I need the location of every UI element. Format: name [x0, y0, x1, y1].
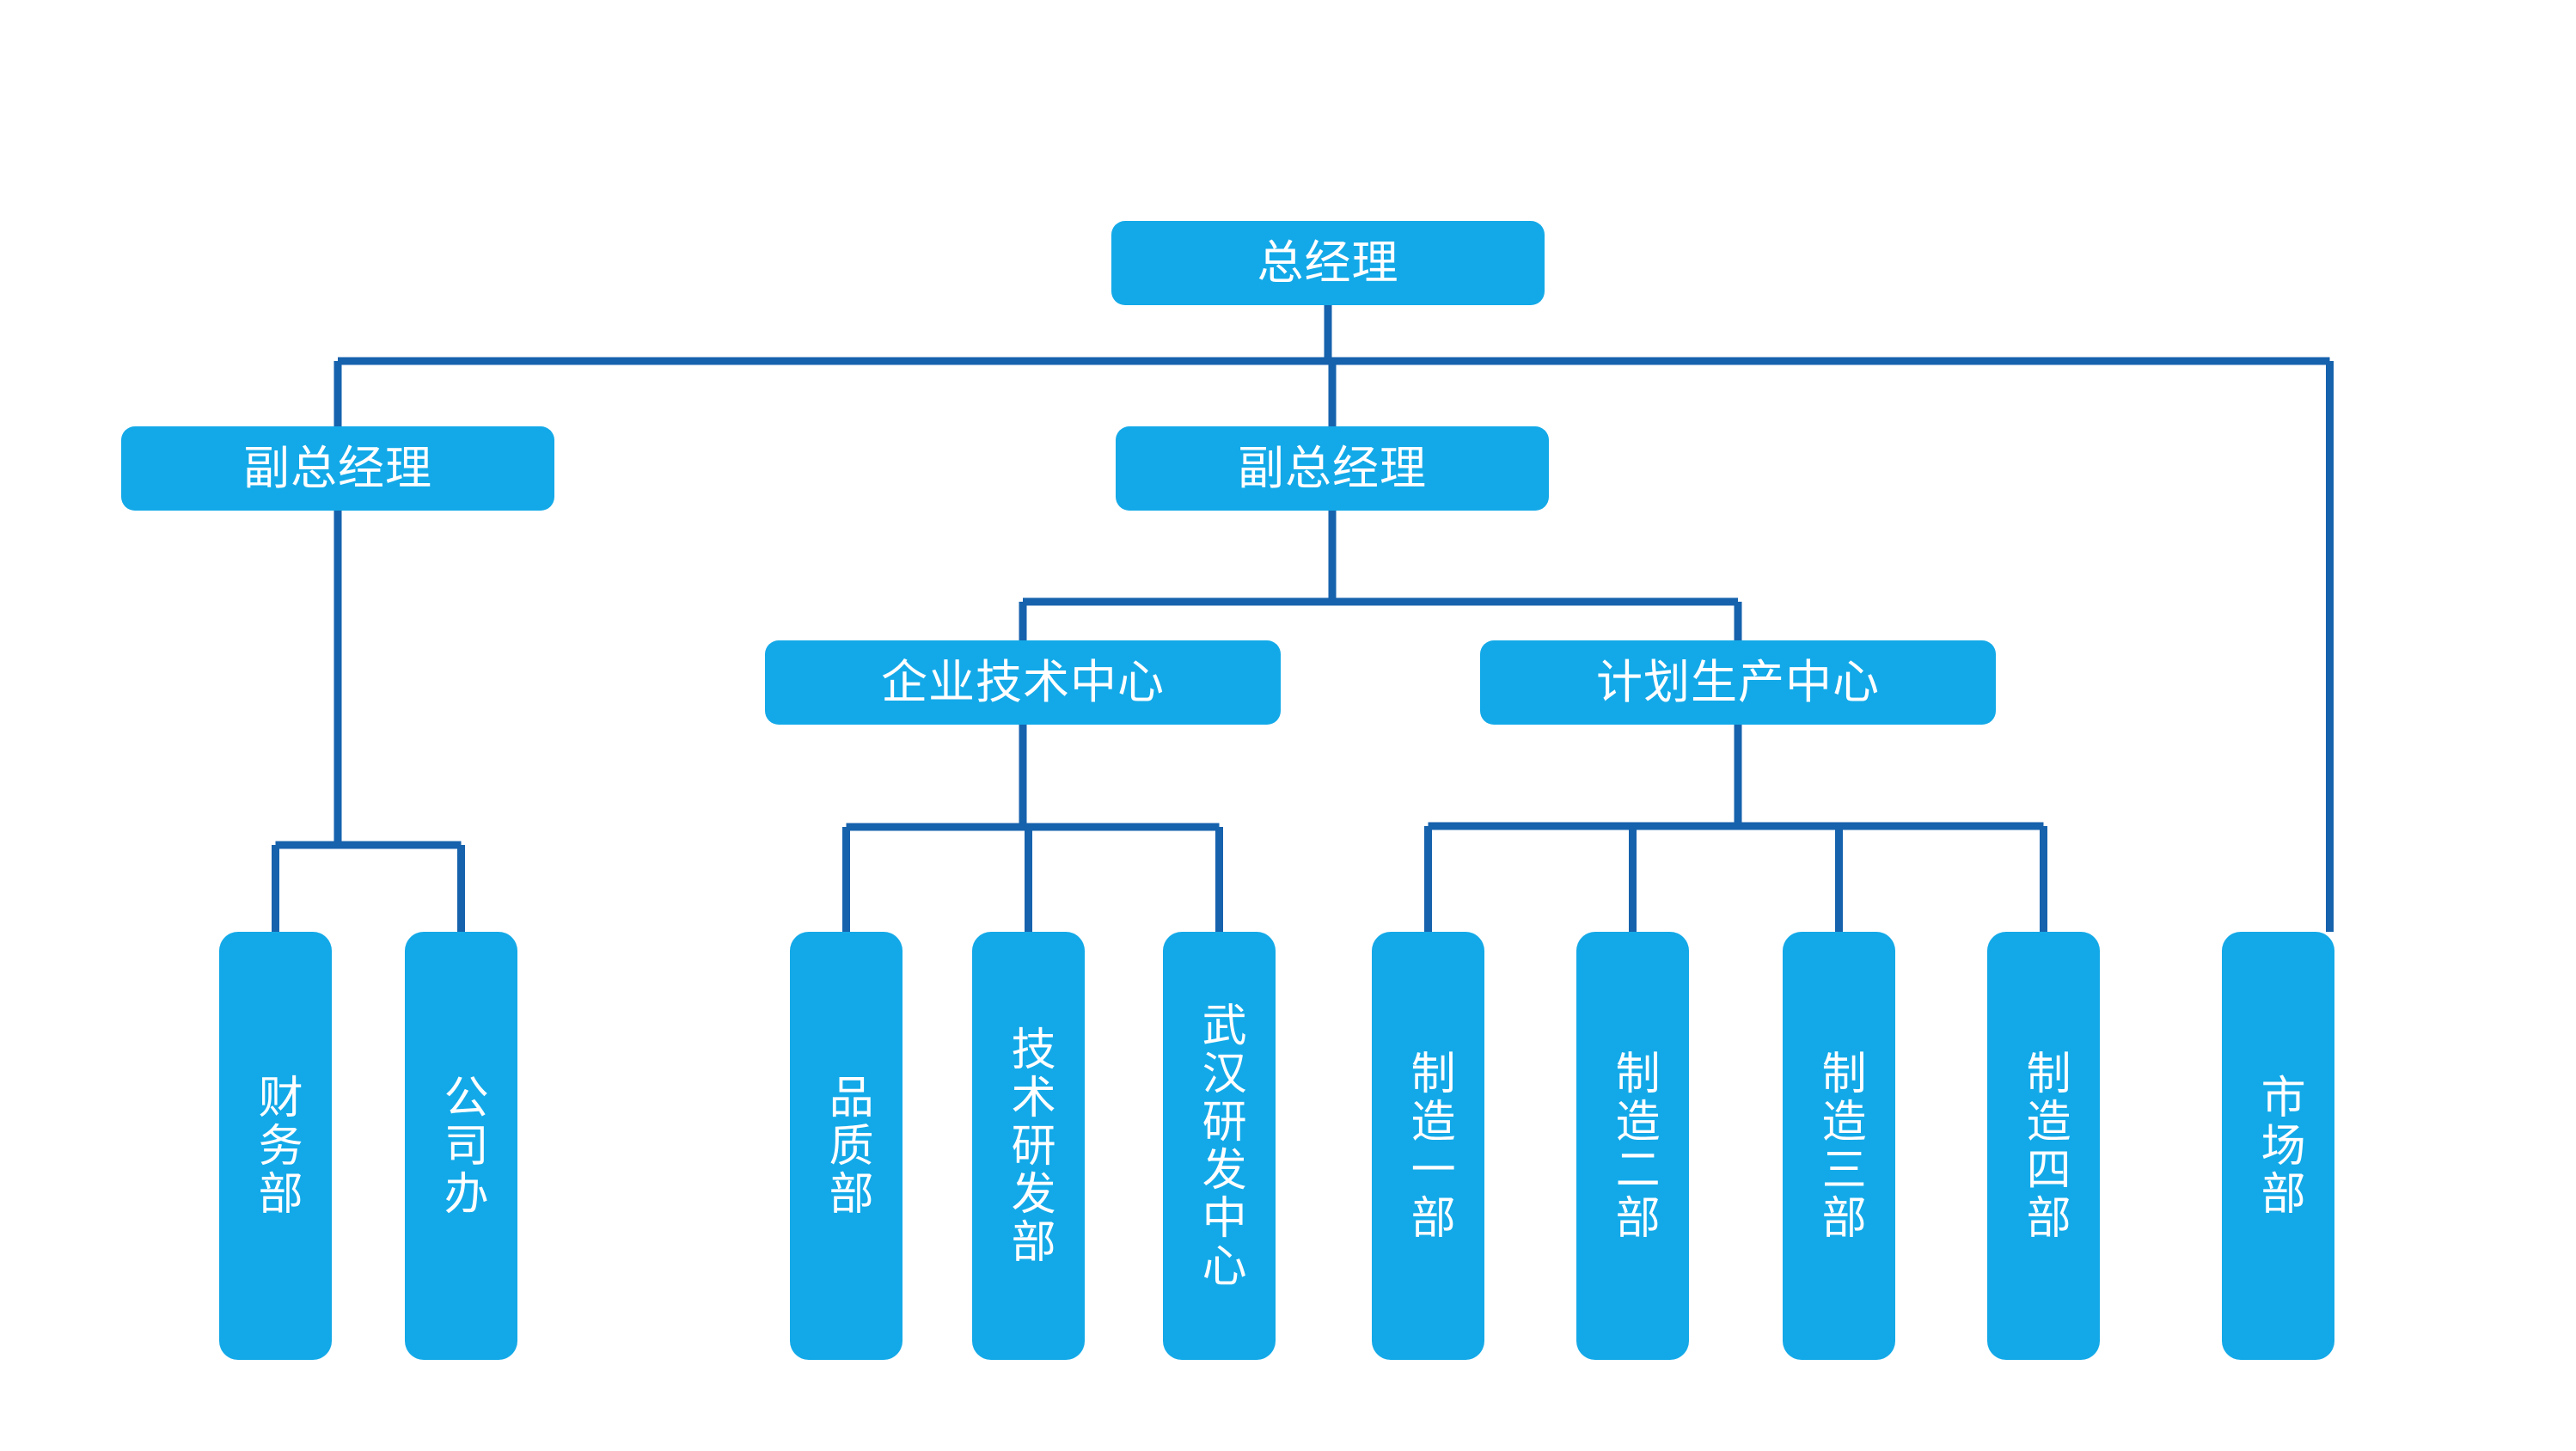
- org-node-finance[interactable]: 财务部: [219, 932, 332, 1360]
- org-node-mfg3[interactable]: 制造三部: [1783, 932, 1895, 1360]
- org-node-rnd[interactable]: 技术研发部: [972, 932, 1085, 1360]
- org-node-label: 制造四部: [2019, 1050, 2070, 1242]
- org-node-label: 企业技术中心: [881, 656, 1165, 708]
- org-node-label: 计划生产中心: [1596, 656, 1880, 708]
- org-node-label: 武汉研发中心: [1195, 1001, 1245, 1290]
- org-node-dgm_right[interactable]: 副总经理: [1116, 426, 1549, 511]
- org-node-label: 总经理: [1257, 236, 1399, 289]
- org-node-label: 制造二部: [1608, 1050, 1659, 1242]
- org-node-mfg1[interactable]: 制造一部: [1372, 932, 1484, 1360]
- org-node-tech_center[interactable]: 企业技术中心: [765, 640, 1281, 725]
- org-node-label: 市场部: [2254, 1074, 2304, 1218]
- org-node-company_office[interactable]: 公司办: [405, 932, 517, 1360]
- org-node-prod_center[interactable]: 计划生产中心: [1480, 640, 1996, 725]
- org-node-label: 制造一部: [1404, 1050, 1454, 1242]
- org-node-marketing[interactable]: 市场部: [2222, 932, 2334, 1360]
- org-node-label: 技术研发部: [1004, 1025, 1055, 1266]
- org-node-label: 财务部: [251, 1074, 302, 1218]
- org-node-gm[interactable]: 总经理: [1111, 221, 1545, 305]
- org-node-quality[interactable]: 品质部: [790, 932, 903, 1360]
- org-node-label: 制造三部: [1814, 1050, 1865, 1242]
- org-node-label: 副总经理: [243, 442, 432, 494]
- org-node-wuhan_rnd[interactable]: 武汉研发中心: [1163, 932, 1276, 1360]
- org-node-label: 品质部: [822, 1074, 872, 1218]
- org-node-label: 副总经理: [1238, 442, 1427, 494]
- org-node-mfg2[interactable]: 制造二部: [1576, 932, 1689, 1360]
- org-node-dgm_left[interactable]: 副总经理: [121, 426, 554, 511]
- org-node-label: 公司办: [437, 1074, 487, 1218]
- org-node-mfg4[interactable]: 制造四部: [1987, 932, 2100, 1360]
